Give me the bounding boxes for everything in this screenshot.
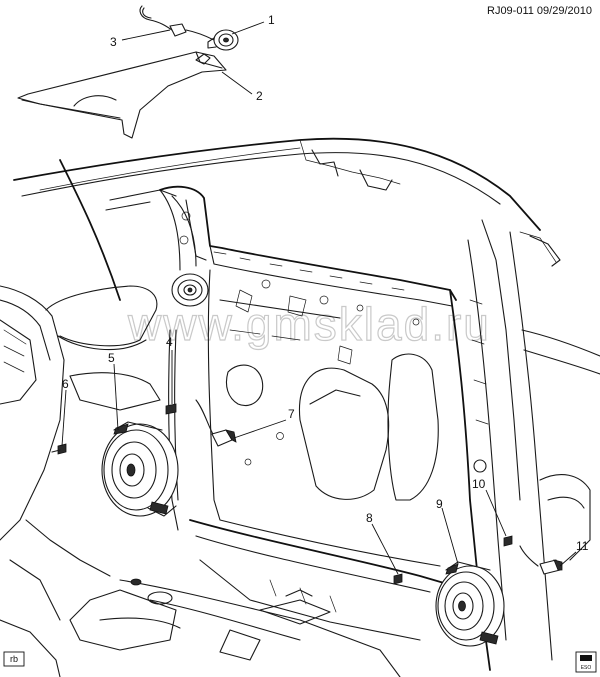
rear-door-speaker <box>435 561 505 647</box>
vehicle-body-structure <box>13 137 600 677</box>
callout-11: 11 <box>576 539 589 553</box>
callout-labels: 1 2 3 4 5 6 7 8 9 10 11 <box>62 13 589 553</box>
callout-3: 3 <box>110 35 117 49</box>
callout-5: 5 <box>108 351 115 365</box>
corner-badge-right-text: ESO <box>581 665 592 671</box>
diagram-header: RJ09-011 09/29/2010 <box>487 5 592 17</box>
watermark: www.gmsklad.ru <box>127 298 491 350</box>
leader-lines <box>61 21 577 575</box>
callout-2: 2 <box>256 89 263 103</box>
door-harness-connector <box>195 399 237 447</box>
dashboard-area <box>0 189 209 677</box>
rear-harness-connector <box>519 474 591 575</box>
callout-4: 4 <box>166 335 173 349</box>
fastener-10 <box>473 459 513 547</box>
callout-9: 9 <box>436 497 443 511</box>
fastener-4 <box>165 403 177 415</box>
callout-8: 8 <box>366 511 373 525</box>
corner-badge-right: ESO <box>575 651 597 673</box>
callout-7: 7 <box>288 407 295 421</box>
corner-badge-left-text: rb <box>10 654 18 664</box>
callout-1: 1 <box>268 13 275 27</box>
fastener-8 <box>393 573 403 585</box>
callout-6: 6 <box>62 377 69 391</box>
dash-vent-speaker <box>171 273 209 307</box>
callout-10: 10 <box>472 477 486 491</box>
corner-badge-left: rb <box>3 651 25 667</box>
a-pillar-trim-inset <box>17 5 239 139</box>
tweeter-speaker <box>207 29 239 51</box>
front-door-speaker <box>101 421 179 517</box>
fastener-6 <box>51 443 67 455</box>
